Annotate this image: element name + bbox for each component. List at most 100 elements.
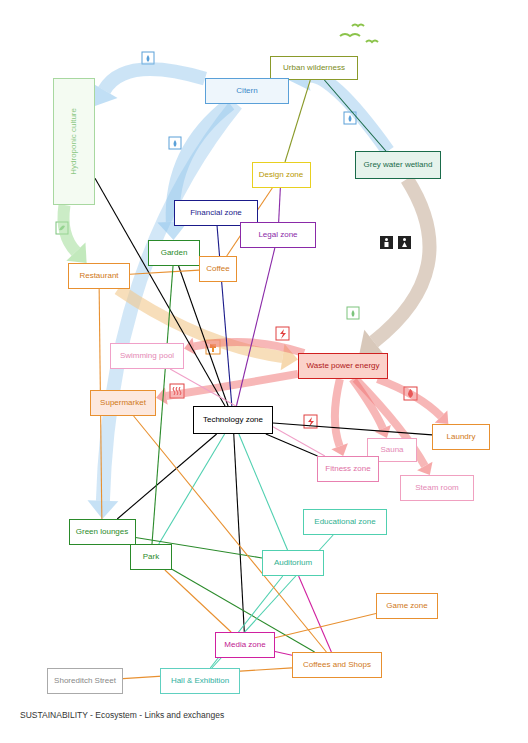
zone-box: Coffees and Shops: [292, 652, 382, 678]
zone-label: Sauna: [380, 446, 403, 455]
link-stroke: [134, 416, 327, 652]
zone-box: Citern: [205, 78, 289, 104]
arrow-head: [360, 330, 384, 354]
zone-box: Design zone: [252, 162, 311, 188]
arrow-head: [417, 462, 432, 475]
link-line: [279, 188, 281, 222]
zone-label: Fitness zone: [325, 465, 370, 474]
arrow-head: [435, 410, 449, 424]
link-stroke: [170, 369, 325, 456]
zone-label: Supermarket: [100, 399, 146, 408]
zone-box: Green lounges: [69, 519, 136, 545]
flow-arrow: [156, 374, 298, 405]
arrow-head: [331, 443, 348, 456]
flow-band: [307, 76, 388, 151]
link-stroke: [117, 434, 216, 519]
flow-arrow: [91, 69, 205, 106]
flow-band: [356, 379, 425, 466]
zone-label: Coffee: [206, 265, 229, 274]
flow-band: [374, 179, 430, 342]
zone-box: Restaurant: [68, 263, 130, 289]
link-line: [324, 80, 385, 151]
zone-label: Shoreditch Street: [54, 677, 116, 686]
link-stroke: [279, 188, 281, 222]
link-stroke: [159, 434, 225, 544]
zone-label: Hall & Exhibition: [171, 677, 229, 686]
zone-box: Media zone: [215, 632, 275, 658]
zone-label: Technology zone: [203, 416, 263, 425]
zone-label: Grey water wetland: [364, 161, 433, 170]
zone-box: Game zone: [376, 593, 438, 619]
link-stroke: [275, 652, 292, 656]
zone-label: Coffees and Shops: [303, 661, 371, 670]
arrow-head: [156, 387, 168, 404]
zone-box: Garden: [148, 240, 200, 266]
zone-label: Citern: [236, 87, 257, 96]
zone-label: Media zone: [224, 641, 265, 650]
link-stroke: [179, 266, 228, 406]
zone-label: Game zone: [386, 602, 427, 611]
link-stroke: [275, 613, 376, 637]
link-line: [165, 570, 231, 632]
link-line: [239, 434, 288, 550]
zone-label: Financial zone: [190, 209, 242, 218]
flow-band: [166, 374, 298, 396]
link-line: [179, 266, 228, 406]
flow-arrow: [118, 289, 298, 370]
link-stroke: [324, 80, 385, 151]
flow-arrow: [360, 179, 430, 354]
zone-box: Supermarket: [90, 390, 156, 416]
zone-box: Urban wilderness: [270, 56, 358, 80]
link-stroke: [273, 423, 432, 435]
link-line: [117, 434, 216, 519]
link-line: [299, 576, 332, 652]
zone-label: Hydroponic culture: [70, 108, 79, 175]
flow-band: [194, 342, 304, 353]
flow-arrow: [64, 205, 87, 263]
zone-label: Auditorium: [274, 559, 312, 568]
zone-label: Design zone: [259, 171, 303, 180]
zone-box: Shoreditch Street: [47, 668, 123, 694]
link-line: [210, 576, 283, 668]
link-stroke: [299, 576, 332, 652]
water-drop-icons: [56, 52, 359, 319]
zone-box: Technology zone: [193, 406, 273, 434]
zone-label: Laundry: [447, 433, 476, 442]
zone-box: Educational zone: [303, 509, 387, 535]
caption-text: SUSTAINABILITY - Ecosystem - Links and e…: [20, 710, 224, 720]
zone-box: Hall & Exhibition: [160, 668, 240, 694]
link-stroke: [239, 434, 288, 550]
link-stroke: [130, 270, 199, 274]
zone-box: Laundry: [432, 424, 490, 450]
flow-band: [64, 205, 76, 252]
link-stroke: [236, 248, 274, 406]
arrow-head: [66, 243, 86, 263]
zone-box: Coffee: [199, 256, 237, 282]
zone-box: Waste power energy: [298, 353, 388, 379]
zone-box: Grey water wetland: [355, 151, 441, 179]
link-line: [159, 434, 225, 544]
link-stroke: [210, 576, 283, 668]
link-line: [217, 226, 232, 406]
link-line: [275, 652, 292, 656]
link-line: [130, 270, 199, 274]
flow-band: [104, 69, 205, 90]
flow-band: [103, 104, 237, 501]
zone-label: Park: [143, 553, 159, 562]
zone-box: Park: [130, 544, 172, 570]
zone-label: Green lounges: [76, 528, 128, 537]
flow-band: [335, 379, 340, 446]
link-line: [273, 423, 432, 435]
zone-label: Steam room: [415, 484, 459, 493]
birds: [340, 25, 378, 43]
zone-box: Fitness zone: [317, 456, 379, 482]
link-stroke: [217, 226, 232, 406]
zone-label: Swimming pool: [120, 352, 174, 361]
zone-label: Educational zone: [314, 518, 375, 527]
link-line: [134, 416, 327, 652]
zone-box: Steam room: [400, 475, 474, 501]
flow-arrow: [331, 379, 348, 456]
zone-label: Legal zone: [258, 231, 297, 240]
arrow-head: [88, 500, 119, 519]
zone-box: Hydroponic culture: [53, 78, 95, 205]
